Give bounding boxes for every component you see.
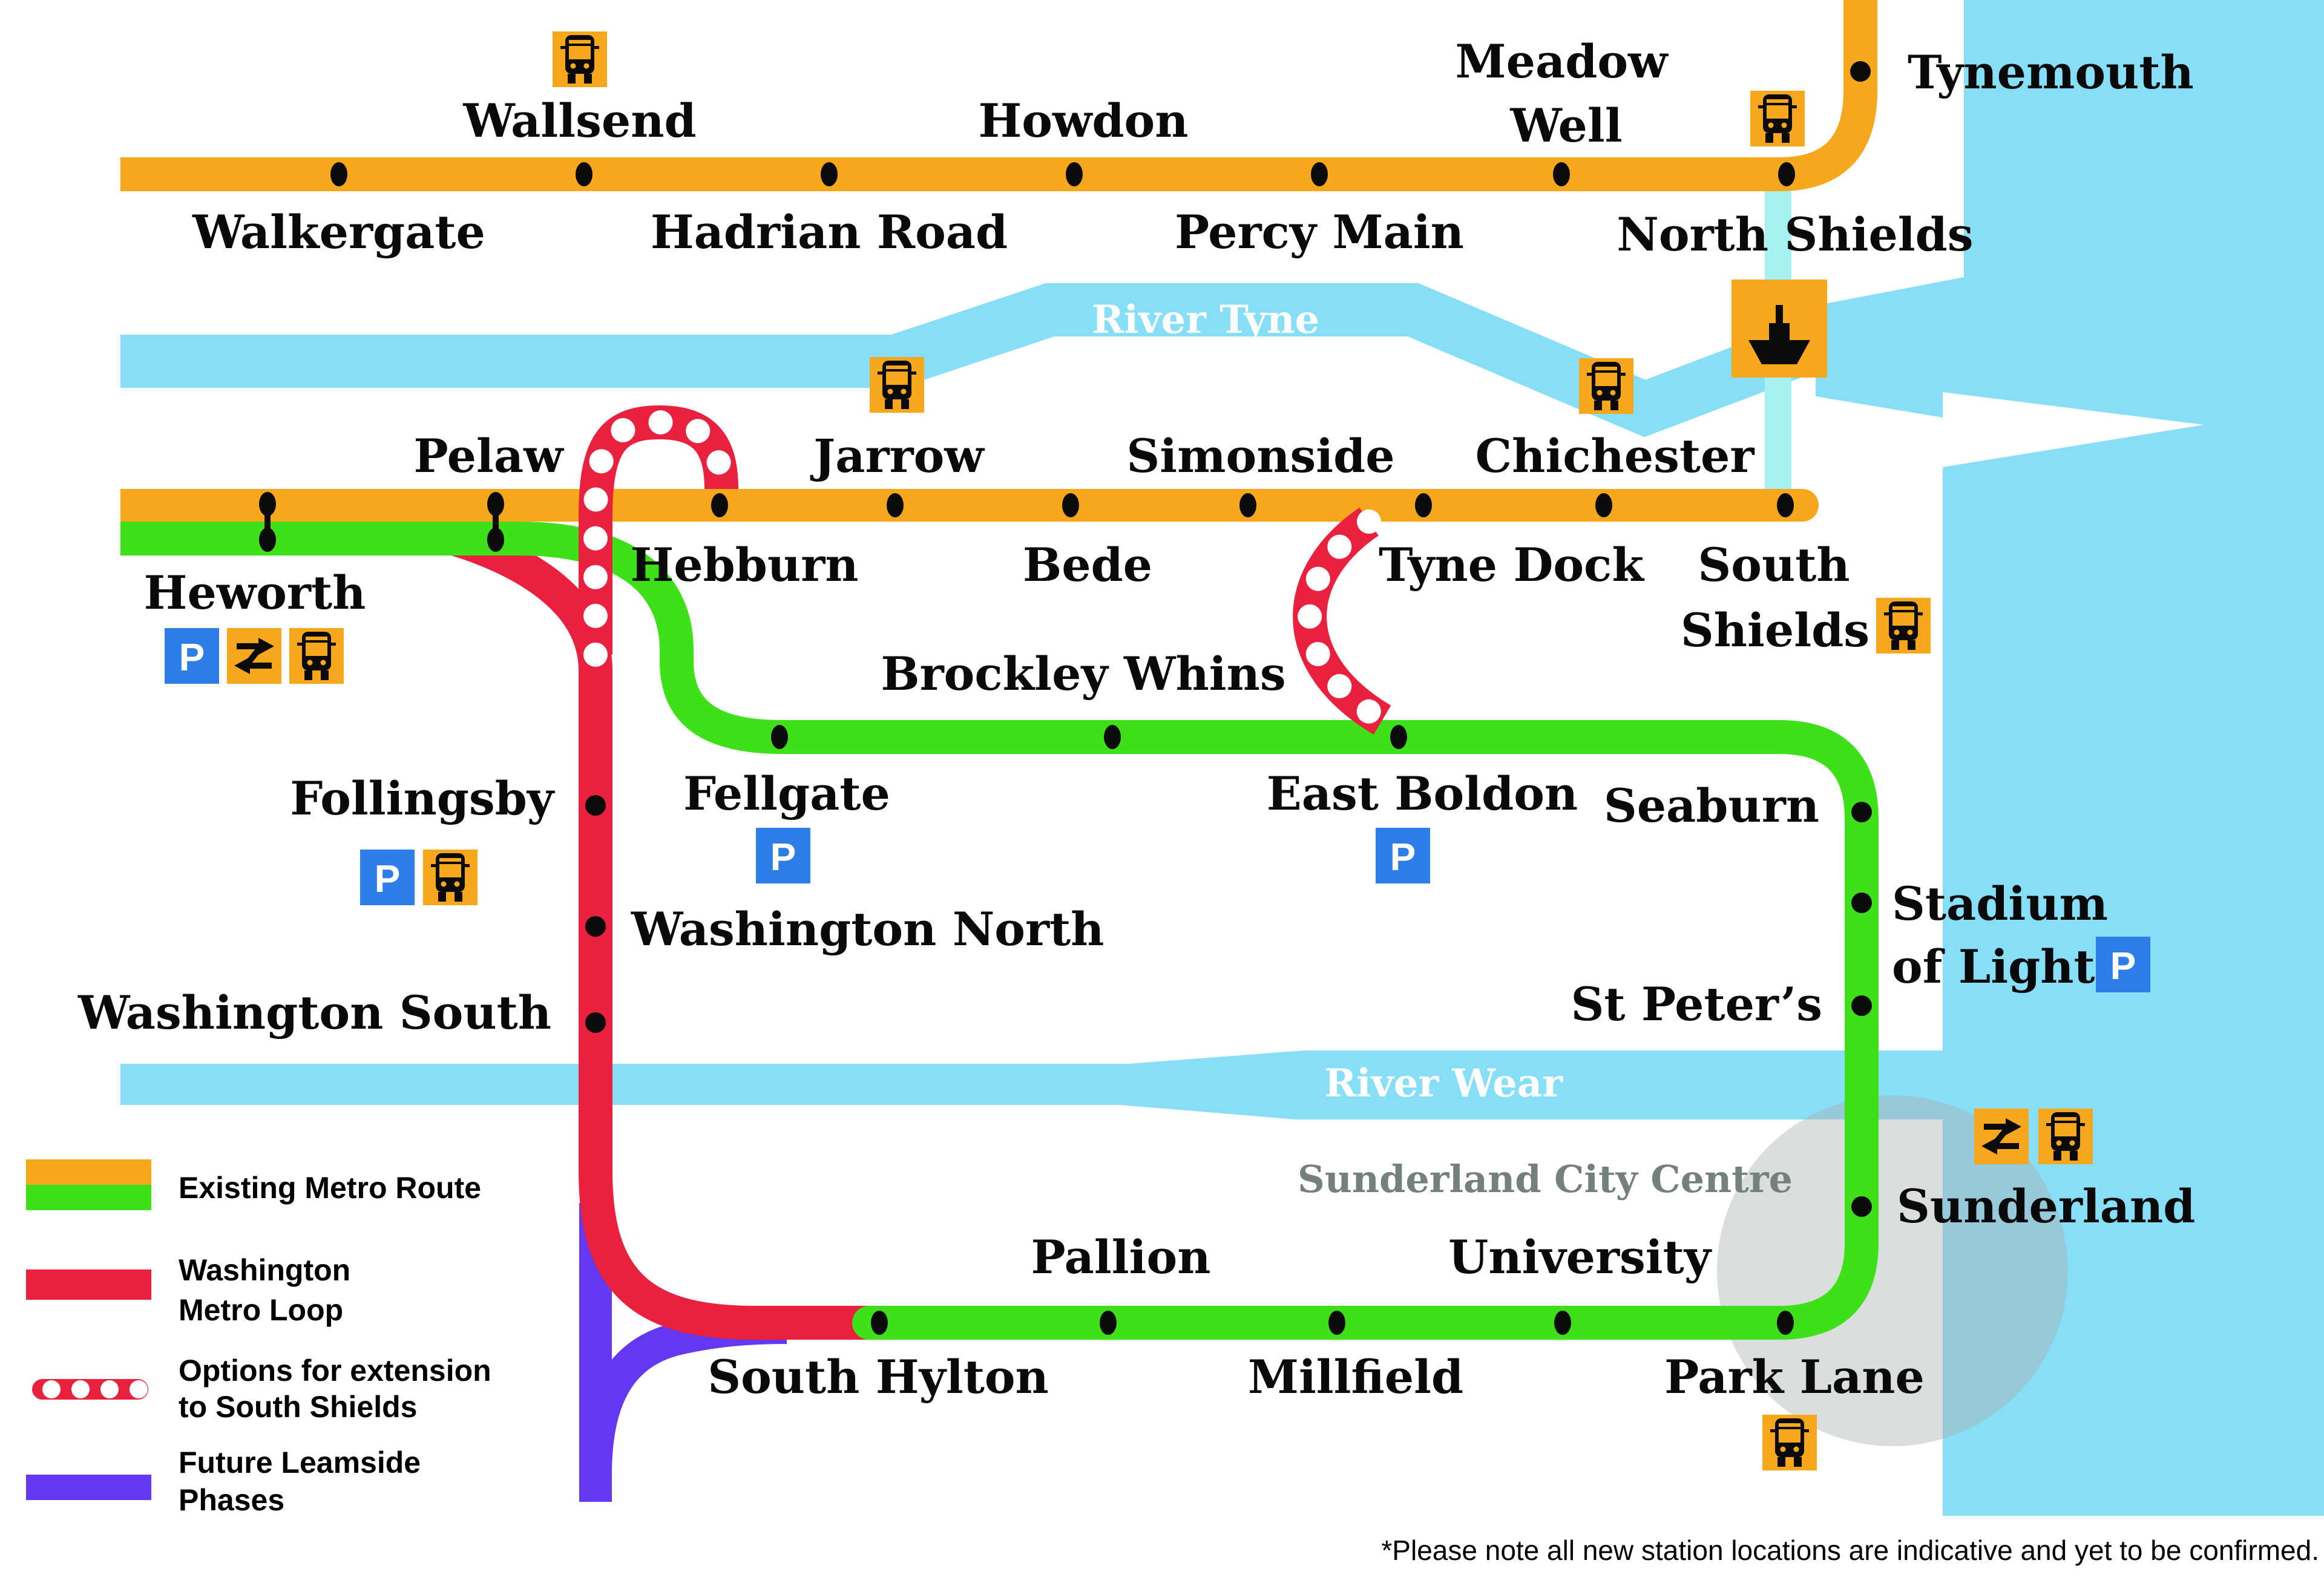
legend-label-washington-1: Washington xyxy=(179,1253,350,1287)
station-label-washington-south: Washington South xyxy=(77,986,551,1040)
extension-option-tyne-dock xyxy=(1293,507,1394,735)
station-label-washington-north: Washington North xyxy=(631,902,1104,956)
parking-icon: P xyxy=(165,628,219,684)
station-label-university: University xyxy=(1448,1230,1712,1284)
station-label-brockley-whins: Brockley Whins xyxy=(881,647,1285,701)
station-label-millfield: Millfield xyxy=(1248,1350,1463,1404)
parking-letter: P xyxy=(770,835,796,879)
bus-icon xyxy=(1762,1415,1817,1470)
station-label-sunderland: Sunderland xyxy=(1897,1179,2195,1233)
legend-label-washington-2: Metro Loop xyxy=(179,1293,343,1327)
station-label-seaburn: Seaburn xyxy=(1604,779,1819,833)
parking-icon: P xyxy=(756,828,810,883)
parking-icon: P xyxy=(1376,828,1430,883)
interchange-marker-heworth xyxy=(259,492,276,552)
legend-item-existing: Existing Metro Route xyxy=(26,1159,481,1210)
bus-icon xyxy=(1579,358,1633,414)
bus-icon xyxy=(553,31,607,87)
bus-icon xyxy=(423,850,478,905)
station-label-follingsby: Follingsby xyxy=(290,772,554,825)
station-label-walkergate: Walkergate xyxy=(192,205,485,259)
legend-label-existing: Existing Metro Route xyxy=(179,1171,481,1205)
legend-label-future-2: Phases xyxy=(179,1483,284,1517)
parking-letter: P xyxy=(2110,944,2136,988)
bus-icon xyxy=(870,357,924,413)
bus-icon xyxy=(2038,1109,2093,1164)
station-label-chichester: Chichester xyxy=(1475,429,1755,483)
river-wear-label: River Wear xyxy=(1324,1061,1563,1106)
station-label-bede: Bede xyxy=(1023,538,1152,592)
station-label-pallion: Pallion xyxy=(1031,1230,1211,1284)
station-label-meadow-well-1: Meadow xyxy=(1456,34,1669,88)
station-label-south-shields-1: South xyxy=(1698,538,1850,592)
station-label-east-boldon: East Boldon xyxy=(1267,767,1578,821)
legend-label-future-1: Future Leamside xyxy=(179,1446,421,1479)
legend-swatch-existing-orange xyxy=(26,1159,151,1185)
legend-swatch-future xyxy=(26,1475,151,1500)
legend-item-extension-options: Options for extension to South Shields xyxy=(32,1354,491,1424)
national-rail-icon xyxy=(227,628,281,684)
station-label-simonside: Simonside xyxy=(1126,429,1394,483)
station-label-tynemouth: Tynemouth xyxy=(1908,45,2194,99)
station-label-wallsend: Wallsend xyxy=(462,94,696,148)
station-label-fellgate: Fellgate xyxy=(683,767,890,821)
parking-letter: P xyxy=(375,857,401,900)
legend-item-future-leamside: Future Leamside Phases xyxy=(26,1446,421,1517)
river-tyne xyxy=(120,283,1967,437)
station-label-south-hylton: South Hylton xyxy=(707,1350,1049,1404)
station-label-pelaw: Pelaw xyxy=(414,429,565,483)
station-labels: Walkergate Wallsend Hadrian Road Howdon … xyxy=(77,34,2195,1404)
parking-icon: P xyxy=(2096,937,2150,992)
station-label-hebburn: Hebburn xyxy=(631,538,859,592)
footnote: *Please note all new station locations a… xyxy=(1381,1535,2319,1566)
sea xyxy=(1816,0,2324,1516)
station-label-heworth: Heworth xyxy=(144,566,366,620)
legend-item-washington-loop: Washington Metro Loop xyxy=(26,1253,350,1327)
extension-option-pelaw xyxy=(579,405,738,667)
station-label-park-lane: Park Lane xyxy=(1664,1350,1925,1404)
legend-swatch-washington xyxy=(26,1270,151,1300)
ferry-icon xyxy=(1732,280,1827,378)
station-label-south-shields-2: Shields xyxy=(1681,603,1869,657)
station-label-meadow-well-2: Well xyxy=(1509,99,1622,152)
interchange-marker-pelaw xyxy=(487,492,504,552)
parking-letter: P xyxy=(179,635,205,679)
legend-swatch-options xyxy=(32,1379,148,1400)
city-centre-label: Sunderland City Centre xyxy=(1298,1157,1793,1201)
city-centre-circle xyxy=(1717,1095,2068,1446)
station-label-percy-main: Percy Main xyxy=(1175,205,1464,259)
station-label-jarrow: Jarrow xyxy=(810,429,985,483)
national-rail-icon xyxy=(1974,1109,2029,1164)
station-label-st-peters: St Peter’s xyxy=(1571,977,1822,1031)
station-label-stadium-of-light-1: Stadium xyxy=(1892,877,2108,931)
river-wear xyxy=(120,1050,1946,1119)
station-label-howdon: Howdon xyxy=(978,94,1188,148)
bus-icon xyxy=(1876,598,1931,654)
station-label-north-shields: North Shields xyxy=(1617,208,1973,261)
legend-label-options-2: to South Shields xyxy=(179,1390,417,1424)
station-label-hadrian-road: Hadrian Road xyxy=(651,205,1008,259)
legend-swatch-existing-green xyxy=(26,1185,151,1210)
line-yellow-south-shields xyxy=(120,489,1819,522)
station-label-stadium-of-light-2: of Light xyxy=(1892,940,2095,994)
bus-icon xyxy=(289,628,344,684)
legend: Existing Metro Route Washington Metro Lo… xyxy=(26,1159,491,1517)
station-label-tyne-dock: Tyne Dock xyxy=(1379,538,1644,592)
parking-letter: P xyxy=(1390,835,1416,879)
parking-icon: P xyxy=(360,850,415,905)
bus-icon xyxy=(1750,91,1805,146)
station-dots xyxy=(259,61,1872,1335)
line-washington-loop xyxy=(441,520,875,1340)
legend-label-options-1: Options for extension xyxy=(179,1354,491,1388)
river-tyne-label: River Tyne xyxy=(1092,297,1319,342)
coast-spit xyxy=(1943,392,2204,467)
